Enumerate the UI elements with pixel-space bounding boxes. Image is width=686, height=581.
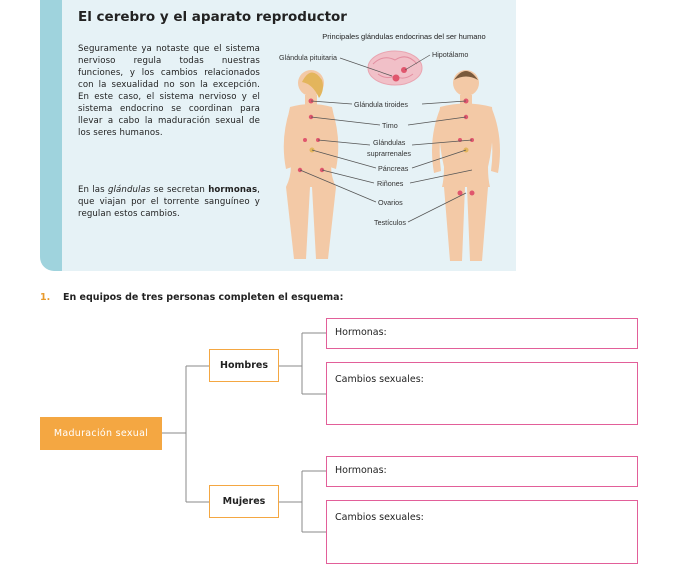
branch-label-hombres: Hombres <box>220 360 268 371</box>
lesson-title: El cerebro y el aparato reproductor <box>78 9 347 25</box>
label-testiculos: Testículos <box>374 218 406 227</box>
label-pituitaria: Glándula pituitaria <box>279 53 337 62</box>
paragraph-2-part-a: En las <box>78 185 108 195</box>
scheme-branch-mujeres: Mujeres <box>209 485 279 518</box>
answer-box-mujeres-hormonas[interactable]: Hormonas: <box>326 456 638 487</box>
answer-box-hombres-hormonas[interactable]: Hormonas: <box>326 318 638 349</box>
answer-label-hombres-cambios: Cambios sexuales: <box>335 374 424 385</box>
scheme-branch-hombres: Hombres <box>209 349 279 382</box>
paragraph-2-part-c: se secretan <box>150 185 209 195</box>
brain-icon <box>367 50 423 86</box>
label-tiroides: Glándula tiroides <box>354 100 408 109</box>
label-suprarrenales-2: suprarrenales <box>367 149 411 158</box>
scheme-root-box: Maduración sexual <box>40 417 162 450</box>
question-number: 1. <box>40 292 51 303</box>
paragraph-2-bold-hormonas: hormonas <box>208 185 258 195</box>
panel-accent-strip <box>40 0 62 271</box>
scheme-connectors <box>162 332 326 533</box>
paragraph-2-emphasis-glandulas: glándulas <box>108 185 151 195</box>
figure-leader-lines <box>299 54 473 223</box>
lesson-paragraph-2: En las glándulas se secretan hormonas, q… <box>78 184 260 220</box>
paragraph-2-part-e: , que viajan por el torrente sanguíneo y… <box>78 185 260 219</box>
branch-label-mujeres: Mujeres <box>222 496 266 507</box>
answer-label-mujeres-cambios: Cambios sexuales: <box>335 512 424 523</box>
answer-label-mujeres-hormonas: Hormonas: <box>335 465 387 476</box>
answer-box-hombres-cambios[interactable]: Cambios sexuales: <box>326 362 638 425</box>
male-body <box>432 70 500 261</box>
answer-box-mujeres-cambios[interactable]: Cambios sexuales: <box>326 500 638 564</box>
label-pancreas: Páncreas <box>378 164 409 173</box>
label-hipotalamo: Hipotálamo <box>432 50 469 59</box>
female-body <box>283 70 339 259</box>
lesson-paragraph-1: Seguramente ya notaste que el sistema ne… <box>78 44 260 138</box>
question-text: En equipos de tres personas completen el… <box>63 292 344 303</box>
label-rinones: Riñones <box>377 179 404 188</box>
answer-label-hombres-hormonas: Hormonas: <box>335 327 387 338</box>
figure-title: Principales glándulas endocrinas del ser… <box>322 32 486 41</box>
label-suprarrenales-1: Glándulas <box>373 138 406 147</box>
scheme-root-label: Maduración sexual <box>53 428 149 439</box>
label-ovarios: Ovarios <box>378 198 403 207</box>
label-timo: Timo <box>382 121 398 130</box>
